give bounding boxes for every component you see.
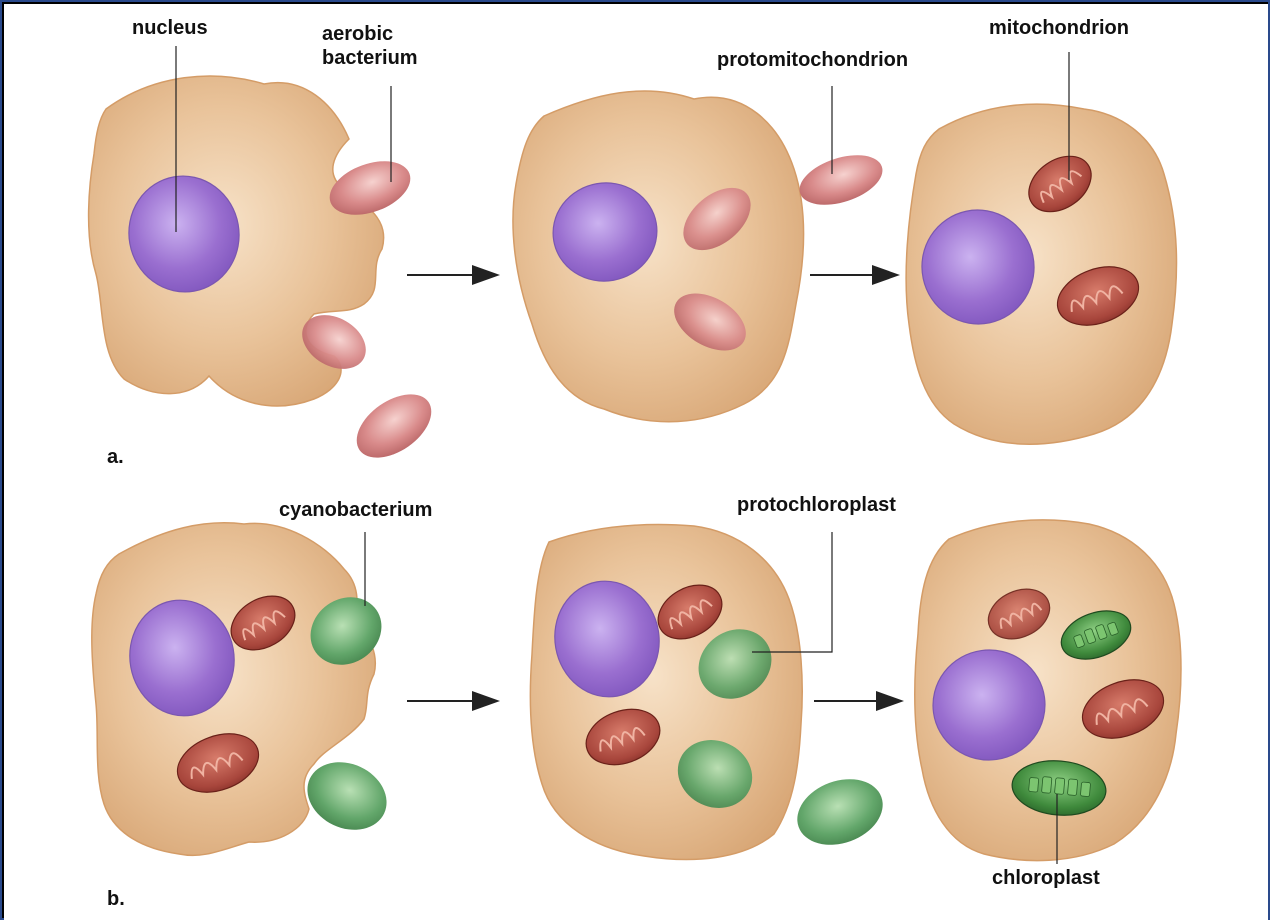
host-cell-protochloroplasts xyxy=(530,525,802,860)
row-b xyxy=(92,520,1181,864)
figure-canvas: nucleus aerobic bacterium protomitochond… xyxy=(4,4,1268,920)
protomitochondrion-free xyxy=(793,146,888,214)
row-a xyxy=(89,46,1177,471)
label-cyanobacterium: cyanobacterium xyxy=(279,498,432,522)
panel-label-b: b. xyxy=(107,887,125,911)
label-nucleus: nucleus xyxy=(132,16,208,40)
host-cell-protomitochondria xyxy=(513,91,804,422)
protochloroplast-free xyxy=(788,768,892,856)
label-protochloroplast: protochloroplast xyxy=(737,493,896,517)
label-protomitochondrion: protomitochondrion xyxy=(717,48,908,72)
label-aerobic-bacterium: aerobic bacterium xyxy=(322,22,418,70)
panel-label-a: a. xyxy=(107,445,124,469)
endosymbiosis-diagram xyxy=(4,4,1268,920)
label-mitochondrion: mitochondrion xyxy=(989,16,1129,40)
label-chloroplast: chloroplast xyxy=(992,866,1100,890)
aerobic-bacterium-free xyxy=(345,381,442,470)
